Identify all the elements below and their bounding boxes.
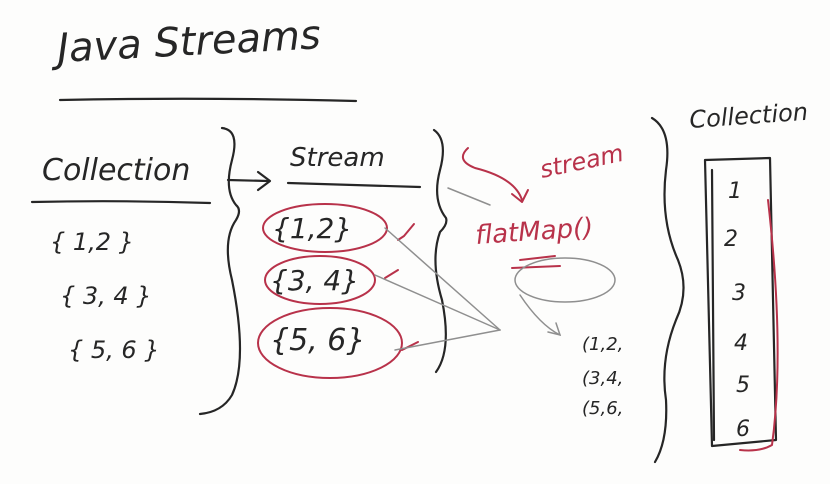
flatmap-output-arrow: [519, 294, 561, 336]
flatmap-label: flatMap(): [474, 213, 594, 251]
stream-heading: Stream: [290, 143, 385, 173]
result-item-1: 1: [728, 179, 742, 204]
stream-item-3: {5, 6}: [270, 323, 365, 358]
arrow-to-stream-head: [256, 170, 272, 192]
result-brace: [650, 116, 685, 464]
flatmap-underline: [519, 255, 556, 261]
flatmap-underline-2: [511, 265, 561, 269]
flatmap-hook-arrowhead: [511, 189, 529, 203]
check-mark-2: [384, 269, 399, 279]
collection-heading: Collection: [42, 153, 190, 188]
flatmap-hook-arrow: [461, 147, 523, 201]
connector-line-4: [447, 187, 491, 206]
connector-line-1: [384, 227, 501, 331]
result-item-2: 2: [724, 227, 738, 252]
title-underline: [58, 97, 358, 103]
result-box-inner-line: [710, 168, 716, 442]
stream-item-2-circle: [264, 255, 376, 305]
arrow-to-stream: [226, 178, 270, 183]
stream-item-1-circle: [262, 203, 388, 253]
flatmap-output-1: (1,2,: [582, 334, 623, 355]
result-item-5: 5: [736, 373, 750, 398]
result-box: [703, 156, 778, 448]
flatmap-output-3: (5,6,: [582, 398, 623, 419]
flatmap-annotation: stream: [537, 139, 626, 184]
collection-underline: [30, 200, 212, 205]
collection-item-2: { 3, 4 }: [60, 282, 152, 310]
stream-item-3-circle: [257, 307, 403, 379]
connector-line-3: [394, 329, 501, 351]
collection-item-1: { 1,2 }: [50, 228, 134, 256]
result-heading: Collection: [688, 98, 808, 134]
result-item-6: 6: [736, 417, 750, 442]
result-item-3: 3: [732, 281, 746, 306]
flatmap-output-arrowhead: [547, 322, 562, 337]
collection-brace: [198, 126, 242, 416]
connector-line-2: [374, 274, 501, 331]
stream-item-2: {3, 4}: [270, 264, 359, 297]
stream-brace: [432, 128, 448, 374]
flatmap-output-2: (3,4,: [582, 368, 623, 389]
check-mark-1: [397, 223, 415, 241]
result-box-red-edge: [739, 199, 779, 452]
result-item-4: 4: [734, 331, 748, 356]
collection-item-3: { 5, 6 }: [68, 336, 160, 364]
flatmap-circle: [514, 257, 616, 303]
stream-item-1: {1,2}: [272, 212, 352, 245]
stream-underline: [286, 181, 422, 189]
page-title: Java Streams: [49, 12, 322, 72]
